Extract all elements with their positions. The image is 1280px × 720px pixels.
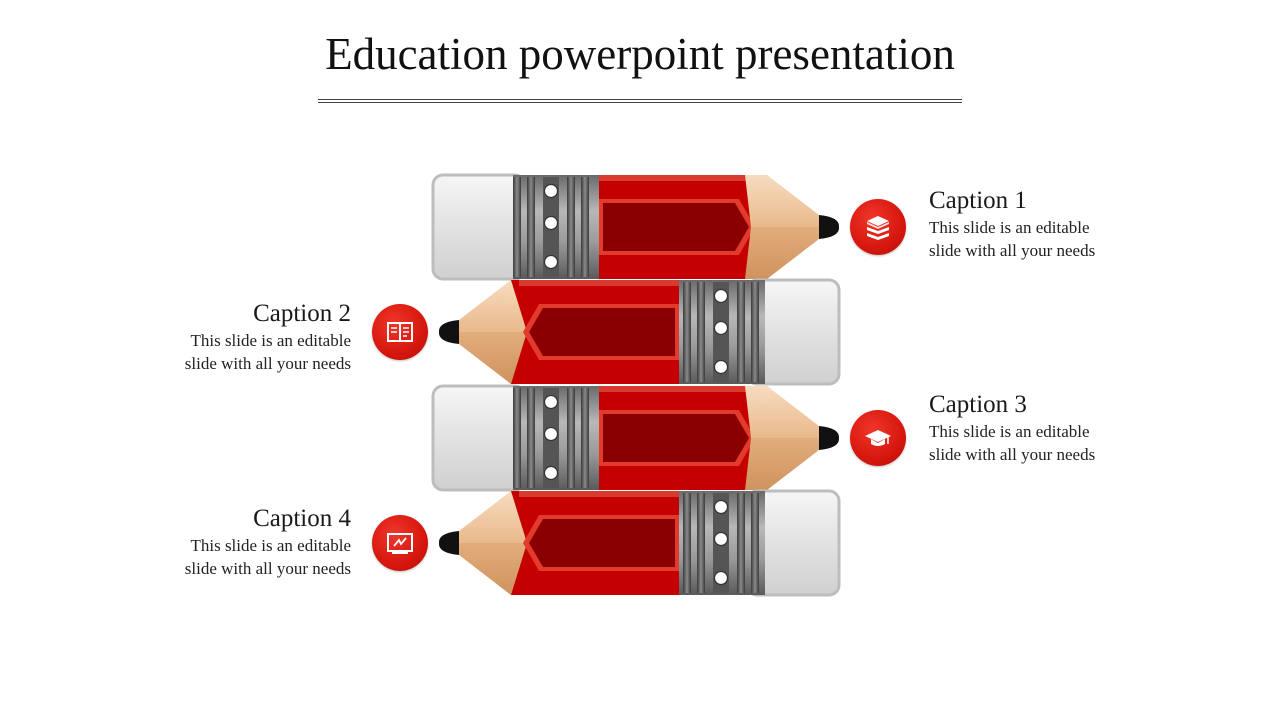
caption-2: Caption 2 This slide is an editable slid… bbox=[111, 299, 351, 375]
title-underline-bottom bbox=[318, 102, 962, 103]
caption-3-title: Caption 3 bbox=[929, 391, 1027, 418]
caption-1: Caption 1 This slide is an editable slid… bbox=[929, 186, 1169, 262]
caption-4: Caption 4 This slide is an editable slid… bbox=[111, 504, 351, 580]
open-book-icon bbox=[387, 322, 413, 342]
title-underline-top bbox=[318, 99, 962, 100]
caption-2-badge bbox=[372, 304, 428, 360]
caption-4-badge bbox=[372, 515, 428, 571]
pencil-3 bbox=[431, 384, 841, 492]
books-icon bbox=[867, 216, 889, 240]
pencil-1 bbox=[431, 173, 841, 281]
caption-1-body-line-2: slide with all your needs bbox=[929, 241, 1096, 260]
caption-3: Caption 3 This slide is an editable slid… bbox=[929, 390, 1169, 466]
pencil-2 bbox=[437, 278, 841, 386]
caption-2-body-line-1: This slide is an editable bbox=[190, 331, 351, 350]
caption-3-body-line-2: slide with all your needs bbox=[929, 445, 1096, 464]
caption-4-title: Caption 4 bbox=[253, 505, 351, 532]
caption-2-title: Caption 2 bbox=[253, 300, 351, 327]
caption-4-body-line-1: This slide is an editable bbox=[190, 536, 351, 555]
pencil-4 bbox=[437, 489, 841, 597]
caption-3-body-line-1: This slide is an editable bbox=[929, 422, 1090, 441]
caption-1-badge bbox=[850, 199, 906, 255]
caption-1-body-line-1: This slide is an editable bbox=[929, 218, 1090, 237]
caption-3-badge bbox=[850, 410, 906, 466]
caption-4-body-line-2: slide with all your needs bbox=[184, 559, 351, 578]
caption-1-title: Caption 1 bbox=[929, 187, 1027, 214]
chalkboard-icon bbox=[387, 533, 413, 554]
slide-title: Education powerpoint presentation bbox=[325, 29, 955, 79]
caption-2-body-line-2: slide with all your needs bbox=[184, 354, 351, 373]
graduation-cap-icon bbox=[865, 430, 891, 446]
